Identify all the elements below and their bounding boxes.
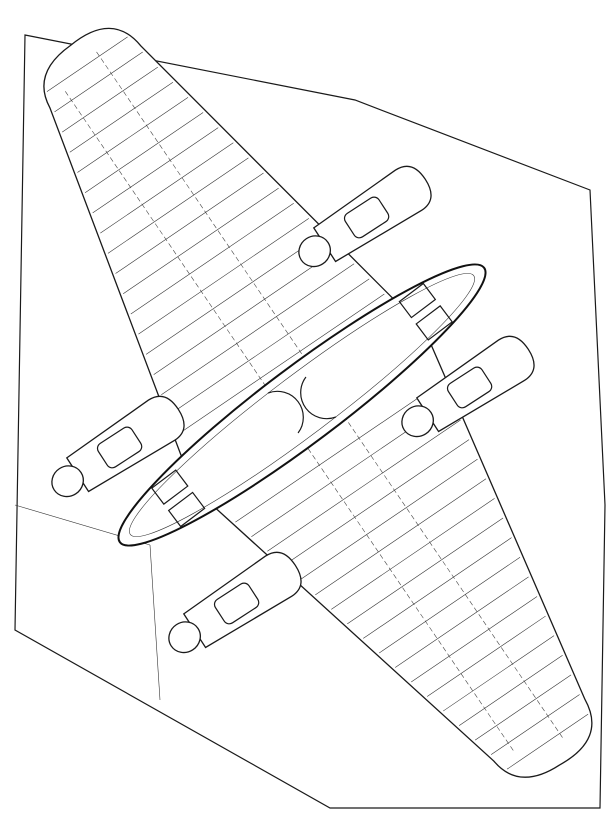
wing-rib [442, 635, 555, 712]
wing-rib [100, 142, 234, 234]
wing-rib [331, 498, 495, 610]
wing-rib [161, 263, 355, 396]
wing-rib [46, 36, 128, 92]
wing-rib [267, 419, 461, 552]
engine-nacelle [298, 165, 432, 268]
wing-rib [107, 157, 249, 254]
wing-rib [283, 439, 470, 567]
engine-nacelle [51, 395, 185, 498]
wing-rib [176, 293, 385, 436]
wing-rib [130, 202, 294, 315]
cockpit-window [167, 491, 206, 528]
nacelle-intake [96, 426, 143, 469]
nacelle-body [65, 395, 185, 493]
wing-rib [168, 278, 370, 416]
wing-rib [123, 187, 279, 294]
wing-rib [77, 97, 189, 173]
wing-rib [69, 81, 174, 153]
wing-rib [54, 51, 143, 113]
wing-rib [138, 218, 309, 335]
outer-frame [14, 34, 606, 809]
propeller-spinner [51, 465, 84, 498]
cockpit-window [415, 305, 454, 341]
wing-rib [506, 713, 589, 770]
fuselage-inner [129, 273, 475, 537]
nacelle-intake [343, 196, 390, 239]
engine-nacelle [401, 335, 535, 438]
frame-line [149, 544, 161, 701]
wing-rib [153, 248, 340, 375]
nacelle-body [312, 165, 432, 263]
nacelle-intake [446, 366, 493, 409]
wing-rib [395, 576, 529, 668]
wing-rib [347, 517, 504, 625]
wing-rib [363, 537, 512, 639]
wing-rib [411, 596, 538, 683]
wing-rib [145, 233, 325, 355]
cockpit-window [398, 282, 437, 319]
wing-rib [427, 615, 546, 697]
center-hatch [267, 376, 337, 434]
wing-rib [115, 172, 264, 274]
propeller-spinner [401, 405, 434, 438]
wing-rib [299, 458, 478, 581]
fuselage [117, 263, 487, 547]
wing-rib [315, 478, 487, 596]
propeller-spinner [298, 235, 331, 268]
wing-rib [474, 674, 572, 741]
cockpit-window [150, 469, 189, 505]
wing-rib [92, 127, 219, 214]
nacelle-intake [213, 582, 260, 625]
engine-nacelle [168, 551, 302, 654]
wing-rib [490, 694, 580, 755]
wing-rib [235, 380, 444, 523]
wing-rib [62, 66, 158, 133]
wing-rib [458, 655, 563, 726]
wing-rib [379, 556, 521, 654]
wing-rib [84, 112, 204, 193]
nacelle-body [415, 335, 535, 433]
nacelle-body [182, 551, 302, 649]
fuselage-outline [117, 263, 487, 547]
spar-line [96, 51, 564, 739]
propeller-spinner [168, 621, 201, 654]
